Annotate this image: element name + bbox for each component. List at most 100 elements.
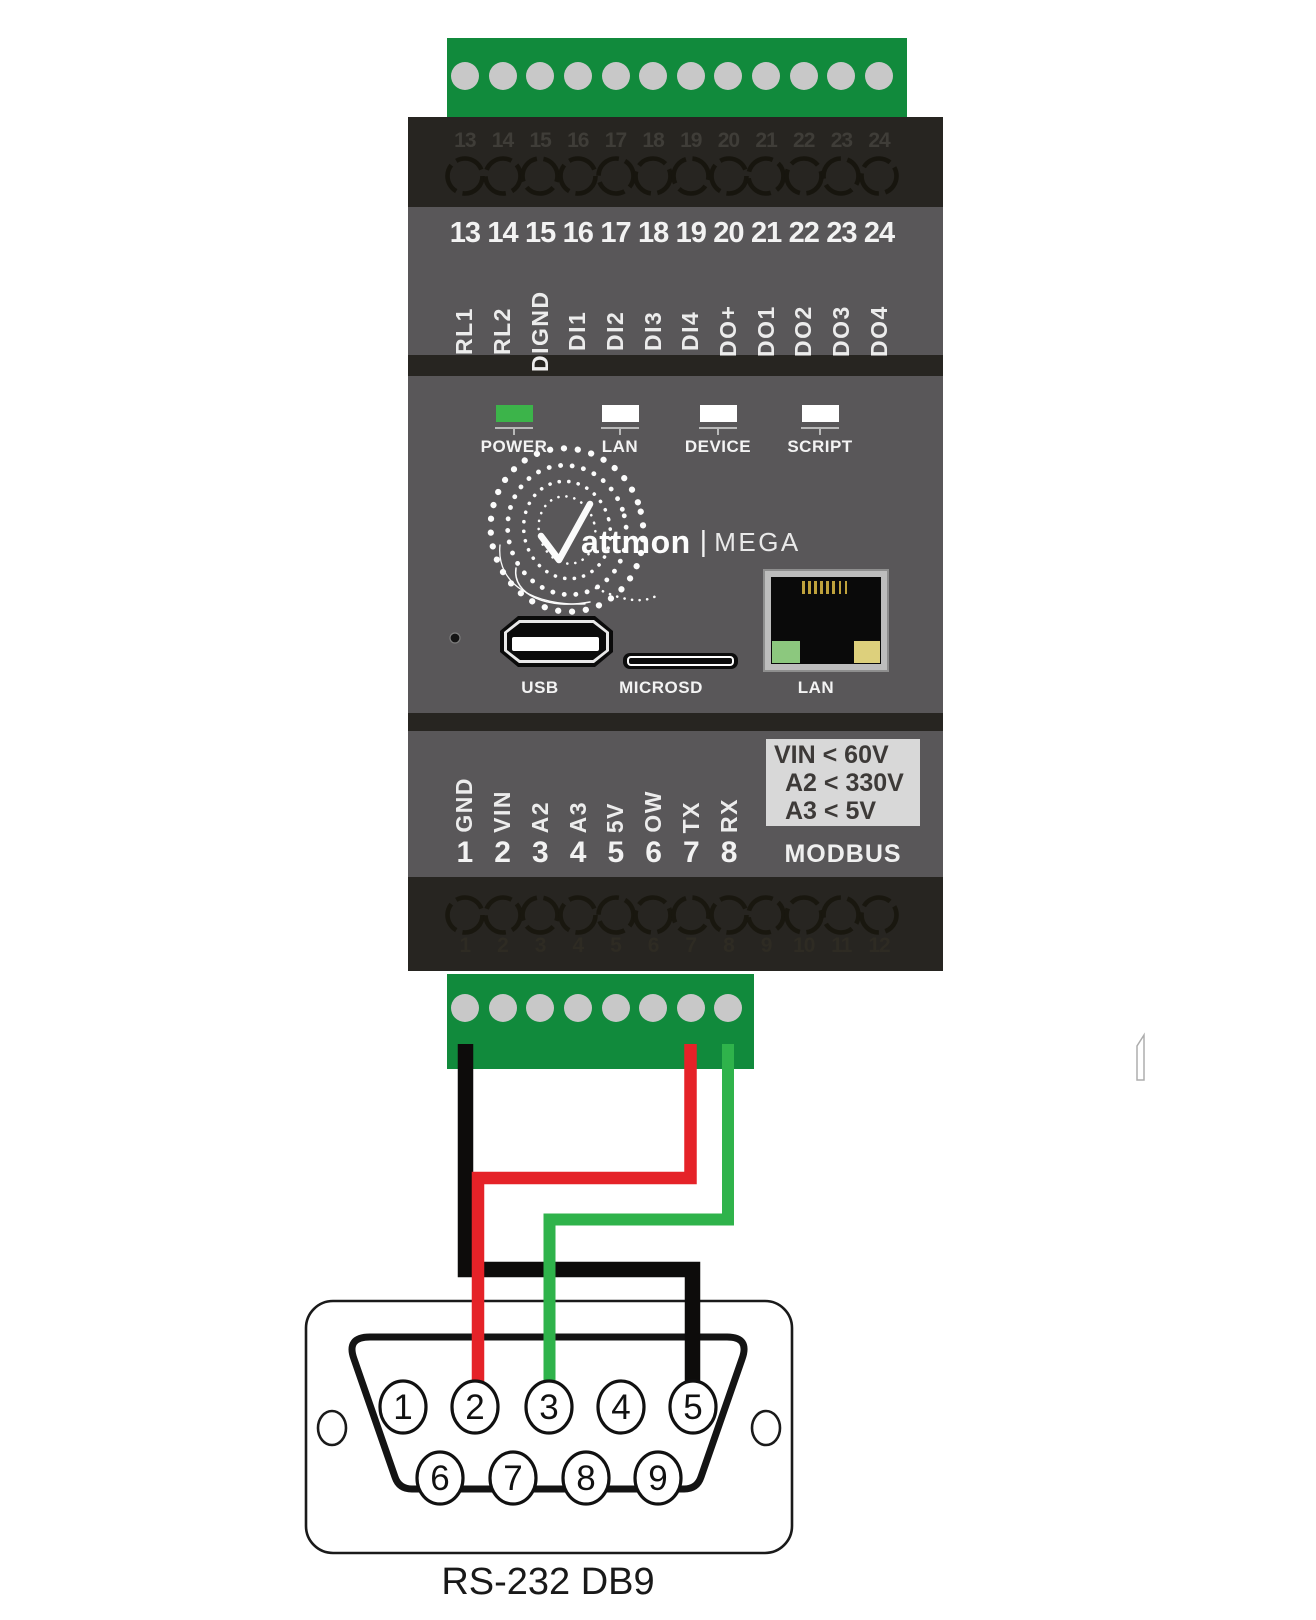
- terminal-label-cell: DO3: [823, 256, 861, 406]
- db9-mounting-hole-right: [750, 1409, 782, 1447]
- page-artifact-mark: [1136, 1032, 1145, 1081]
- terminal-label-cell: DI2: [597, 256, 635, 406]
- db9-pins: [378, 1379, 718, 1506]
- db9-d-shell: [348, 1333, 748, 1493]
- wattmon-wordmark: attmon | MEGA: [581, 524, 801, 561]
- terminal-label: RL1: [451, 307, 478, 355]
- terminal-number: 11: [831, 934, 852, 957]
- led-script: SCRIPT: [780, 405, 860, 457]
- terminal-label: A2: [526, 800, 553, 833]
- terminal-label: GND: [451, 777, 478, 833]
- led-device: DEVICE: [678, 405, 758, 457]
- terminal-number: 5: [610, 934, 622, 957]
- terminal-label-cell: DI1: [559, 256, 597, 406]
- green-wire-rx-to-pin3: [543, 1044, 734, 1382]
- screw-terminal-hole: [526, 62, 555, 90]
- terminal-number: 7: [685, 934, 697, 957]
- db9-mounting-hole-left: [316, 1409, 348, 1447]
- terminal-label: A3: [564, 800, 591, 833]
- terminal-label: DI1: [564, 310, 591, 352]
- terminal-number: 15: [529, 129, 551, 152]
- terminal-number: 18: [642, 129, 664, 152]
- terminal-number: 20: [717, 129, 740, 152]
- terminal-number: 21: [750, 217, 782, 249]
- db9-pin-number: 8: [576, 1459, 595, 1498]
- usb-port-tongue: [512, 637, 599, 651]
- microsd-slot: [623, 653, 738, 669]
- led-label: SCRIPT: [787, 437, 853, 456]
- terminal-label-cell: 5V: [597, 722, 635, 833]
- rj45-yellow-led: [854, 641, 880, 663]
- led-label: DEVICE: [684, 437, 752, 456]
- terminal-label-cell: A2: [522, 722, 560, 833]
- terminal-number: 12: [868, 934, 890, 957]
- microsd-slot-opening: [627, 656, 734, 666]
- bottom-terminal-block: [447, 974, 754, 1069]
- terminal-number: 13: [454, 129, 476, 152]
- usb-port: [500, 616, 613, 667]
- lan-label: LAN: [797, 678, 835, 697]
- terminal-number: 7: [683, 836, 700, 869]
- terminal-label: TX: [677, 800, 704, 833]
- terminal-label-cell: GND: [446, 722, 484, 833]
- screw-terminal-hole: [601, 62, 630, 90]
- device-top-label-panel: [408, 207, 943, 355]
- screw-terminal-hole: [451, 994, 479, 1022]
- db9-pin-number: 5: [683, 1388, 702, 1427]
- screw-terminal-hole: [827, 62, 856, 90]
- led-tick: [513, 429, 515, 435]
- terminal-label-cell: DIGND: [521, 256, 559, 406]
- screw-terminal-hole: [563, 62, 592, 90]
- terminal-number: 10: [793, 934, 815, 957]
- led-label: LAN: [601, 437, 639, 456]
- terminal-number: 19: [680, 129, 702, 152]
- red-wire-tx-to-pin2: [471, 1044, 697, 1382]
- voltage-rating-line: A2 < 330V: [785, 769, 904, 797]
- terminal-label: DI3: [639, 310, 666, 352]
- terminal-number: 16: [562, 217, 594, 249]
- terminal-label-cell: DI3: [634, 256, 672, 406]
- lan-rj45-port: [763, 569, 889, 672]
- microsd-label: MICROSD: [619, 678, 703, 697]
- model-text: MEGA: [714, 527, 801, 557]
- rj45-gold-pins: [802, 581, 850, 594]
- db9-pin-number: 9: [648, 1459, 667, 1498]
- led-tick: [717, 429, 719, 435]
- screw-terminal-hole: [714, 994, 743, 1022]
- terminal-label: DO+: [714, 304, 741, 358]
- terminal-label: OW: [640, 790, 667, 833]
- db9-connector: [304, 1299, 794, 1555]
- rj45-green-led: [772, 641, 800, 663]
- screw-terminal-hole: [714, 62, 743, 90]
- led-tick: [819, 429, 821, 435]
- terminal-number: 2: [494, 836, 511, 869]
- terminal-number: 19: [675, 217, 707, 249]
- screw-terminal-hole: [488, 994, 517, 1022]
- terminal-number: 18: [637, 217, 669, 249]
- terminal-label: DIGND: [526, 290, 553, 372]
- screw-terminal-hole: [676, 62, 705, 90]
- usb-label: USB: [521, 678, 559, 697]
- terminal-number: 9: [760, 934, 773, 957]
- connector-caption: RS-232 DB9: [441, 1561, 655, 1603]
- screw-terminal-hole: [676, 994, 705, 1022]
- terminal-number: 6: [645, 836, 662, 869]
- screw-terminal-hole: [639, 994, 668, 1022]
- terminal-label-cell: TX: [673, 722, 711, 833]
- terminal-number: 22: [788, 217, 820, 249]
- led-label: POWER: [480, 437, 548, 456]
- terminal-number: 13: [449, 217, 481, 249]
- device-separator-band-2: [408, 713, 943, 731]
- terminal-number: 16: [567, 129, 589, 152]
- screw-terminal-hole: [864, 62, 893, 90]
- terminal-number: 14: [491, 129, 514, 152]
- terminal-number: 3: [532, 836, 549, 869]
- terminal-number: 4: [572, 934, 584, 957]
- terminal-number: 14: [487, 217, 518, 249]
- led-rule: [601, 427, 639, 429]
